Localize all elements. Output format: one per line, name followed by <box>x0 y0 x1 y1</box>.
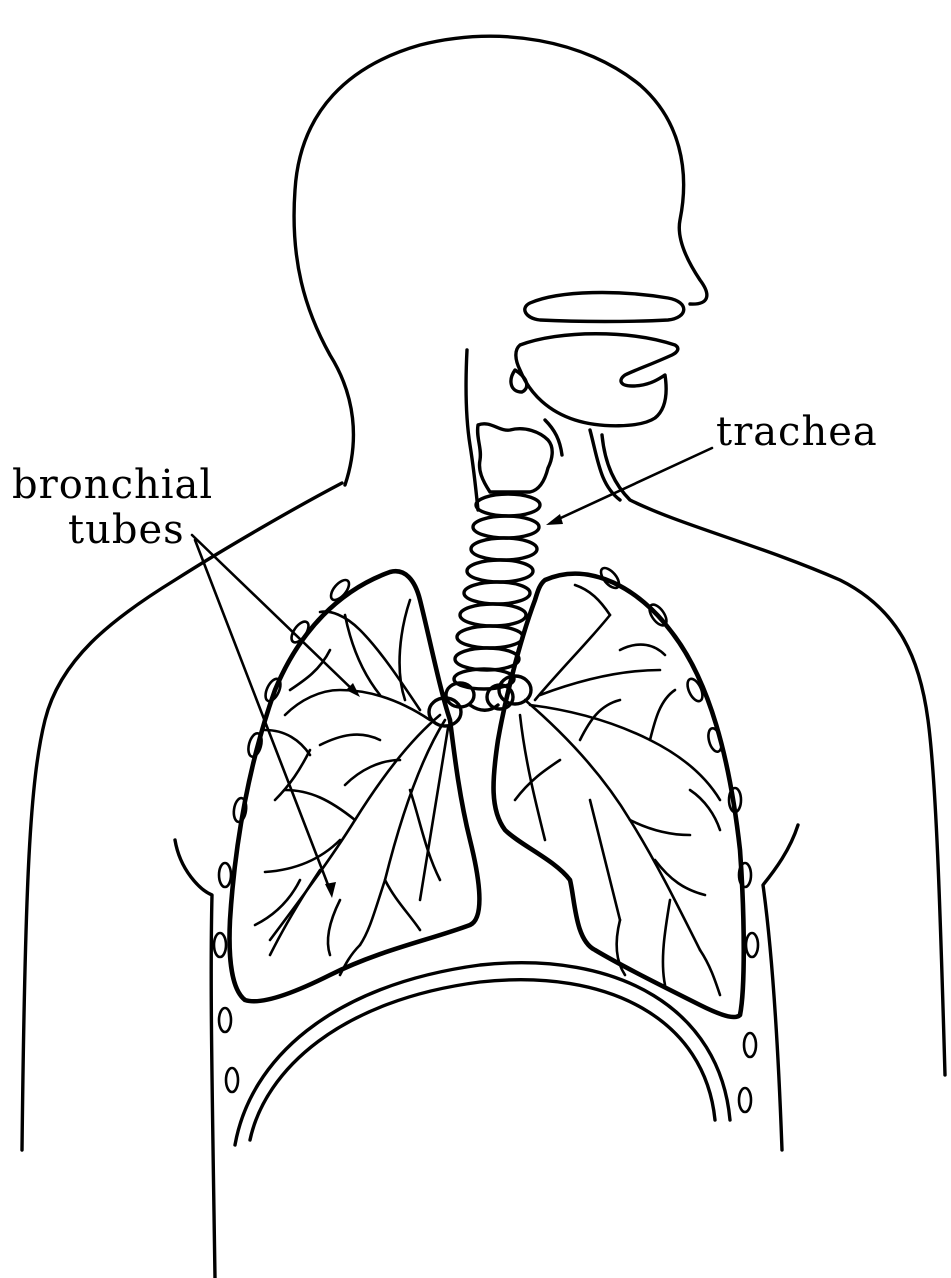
left-lung <box>230 571 480 1001</box>
right-lung <box>494 574 744 1017</box>
left-torso-outline <box>175 840 215 1278</box>
trachea-arrowhead <box>546 514 563 525</box>
diaphragm-outer <box>235 963 730 1145</box>
diaphragm-inner <box>250 980 715 1140</box>
head-outline <box>294 36 707 485</box>
right-torso-outline <box>763 825 798 1150</box>
epiglottis <box>511 370 527 392</box>
left-shoulder-outline <box>22 483 342 1150</box>
neck-skin-right <box>590 430 620 500</box>
left-lung-bronchioles <box>255 600 448 975</box>
right-lung-bronchioles <box>515 585 720 995</box>
trachea-label: trachea <box>716 412 878 452</box>
right-lung-outline <box>494 574 744 1017</box>
trachea-pointer-line <box>552 448 712 522</box>
bronchial-arrowhead-2 <box>325 882 336 898</box>
bronchial-label-line2: tubes <box>68 510 185 550</box>
left-lung-outline <box>230 571 480 1001</box>
bronchial-label-line1: bronchial <box>12 465 213 505</box>
diaphragm <box>235 963 730 1145</box>
trachea <box>429 424 552 726</box>
bronchial-pointer-line-2 <box>195 540 330 890</box>
trachea-rings <box>454 494 540 689</box>
larynx <box>478 424 553 492</box>
nasal-cavity <box>525 293 684 322</box>
annotation-arrows <box>192 448 712 898</box>
mouth-cavity <box>516 334 678 426</box>
body-outline <box>22 36 945 1278</box>
ribs-right <box>598 565 758 1112</box>
